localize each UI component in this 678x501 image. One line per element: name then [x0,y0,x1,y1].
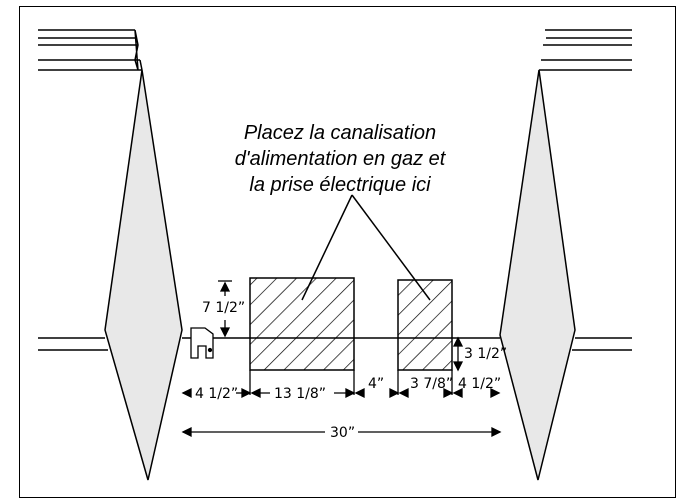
anti-tip-bracket [190,327,214,359]
label-gap: 4” [368,376,384,392]
right-cabinet [499,29,632,481]
dimension-top-height [218,280,232,338]
label-right-offset: 4 1/2” [458,376,501,392]
dimension-row [181,370,501,399]
label-right-height: 3 1/2” [464,346,507,362]
right-cabinet-side [499,69,576,481]
callout-text: Placez la canalisation d'alimentation en… [235,122,447,196]
dimension-total-width [181,426,502,438]
left-cabinet-side [104,69,183,481]
dimension-right-height [452,336,464,372]
label-top-height: 7 1/2” [202,300,245,316]
label-outlet-width: 3 7/8” [410,376,453,392]
electrical-outlet-zone [397,279,453,371]
label-total-width: 30” [330,425,355,441]
callout-line-3: la prise électrique ici [249,174,431,196]
label-gas-width: 13 1/8” [274,386,326,402]
callout-line-1: Placez la canalisation [244,122,436,144]
gas-supply-zone [249,277,355,371]
label-left-offset: 4 1/2” [195,386,238,402]
callout-pointer [301,194,431,301]
left-cabinet [38,29,183,481]
callout-line-2: d'alimentation en gaz et [235,148,447,170]
